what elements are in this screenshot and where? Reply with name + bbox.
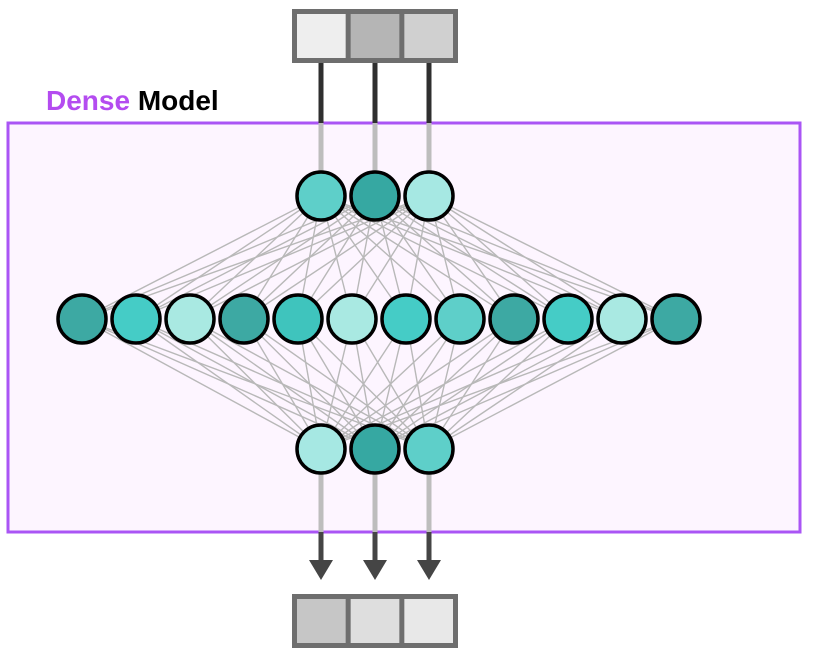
- output-cell-3[interactable]: [404, 599, 453, 643]
- output-token-block: [292, 594, 458, 648]
- neuron-mid-3[interactable]: [164, 293, 216, 345]
- neuron-mid-6[interactable]: [326, 293, 378, 345]
- connection-line: [189, 318, 322, 450]
- neuron-top-3[interactable]: [403, 170, 455, 222]
- encoder-layer: [295, 170, 455, 222]
- title-highlight-word: Dense: [46, 85, 130, 116]
- output-arrow-head-2: [363, 560, 387, 580]
- neuron-mid-7[interactable]: [380, 293, 432, 345]
- neuron-mid-5[interactable]: [272, 293, 324, 345]
- token-blocks: [292, 9, 458, 648]
- input-token-block: [292, 9, 458, 63]
- output-arrow-head-1: [309, 560, 333, 580]
- connection-line: [320, 318, 407, 450]
- connection-line: [243, 195, 430, 320]
- connection-line: [81, 318, 322, 450]
- neuron-mid-9[interactable]: [488, 293, 540, 345]
- input-cell-3[interactable]: [404, 14, 453, 58]
- neuron-bot-2[interactable]: [349, 423, 401, 475]
- neuron-top-1[interactable]: [295, 170, 347, 222]
- neuron-top-2[interactable]: [349, 170, 401, 222]
- neuron-mid-12[interactable]: [650, 293, 702, 345]
- connection-line: [297, 195, 430, 320]
- decoder-layer: [295, 423, 455, 475]
- neuron-mid-1[interactable]: [56, 293, 108, 345]
- neuron-layers: [56, 170, 702, 475]
- output-arrows: [309, 532, 441, 580]
- output-cell-1[interactable]: [297, 599, 346, 643]
- neuron-bot-3[interactable]: [403, 423, 455, 475]
- page-title: Dense Model: [46, 85, 219, 116]
- neuron-mid-8[interactable]: [434, 293, 486, 345]
- wide-hidden-layer: [56, 293, 702, 345]
- title-plain-word: Model: [138, 85, 219, 116]
- connection-line: [135, 318, 322, 450]
- neuron-mid-10[interactable]: [542, 293, 594, 345]
- input-cell-2[interactable]: [350, 14, 400, 58]
- neuron-mid-2[interactable]: [110, 293, 162, 345]
- connection-line: [428, 195, 569, 320]
- output-arrow-head-3: [417, 560, 441, 580]
- neuron-bot-1[interactable]: [295, 423, 347, 475]
- neuron-mid-11[interactable]: [596, 293, 648, 345]
- output-cell-2[interactable]: [350, 599, 400, 643]
- connection-line: [428, 195, 623, 320]
- connection-line: [320, 318, 461, 450]
- neuron-mid-4[interactable]: [218, 293, 270, 345]
- connection-line: [320, 318, 515, 450]
- input-cell-1[interactable]: [297, 14, 346, 58]
